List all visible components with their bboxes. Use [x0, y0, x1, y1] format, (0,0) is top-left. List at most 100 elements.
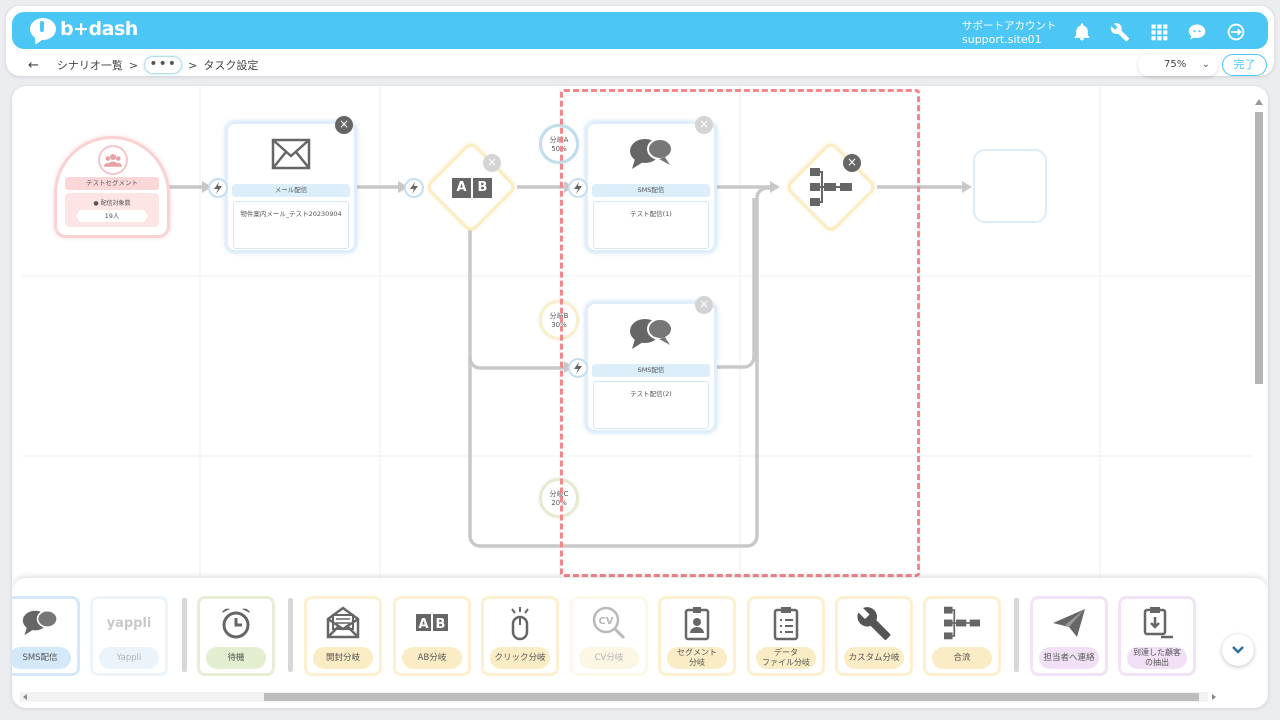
wrench-icon[interactable] [1109, 21, 1131, 43]
tool-click-branch[interactable]: クリック分岐 [481, 596, 559, 676]
cv-search-icon: CV [573, 605, 645, 641]
chat-bubbles-icon [588, 132, 714, 176]
task-label: メール配信 [232, 184, 350, 197]
close-icon[interactable]: × [335, 116, 353, 134]
scrollbar-thumb[interactable] [264, 693, 1199, 701]
chat-bubbles-icon [12, 605, 77, 641]
horizontal-scrollbar[interactable] [20, 692, 1216, 702]
close-icon[interactable]: × [695, 296, 713, 314]
tool-yappli[interactable]: yappli Yappli [90, 596, 168, 676]
breadcrumb-separator: > [128, 58, 139, 72]
account-site: support.site01 [962, 33, 1042, 46]
chevron-down-icon [1232, 646, 1244, 654]
ab-icon: A B [452, 178, 492, 198]
logo-text: b+dash [60, 18, 138, 40]
tool-label: カスタム分岐 [844, 647, 904, 669]
logout-icon[interactable] [1225, 21, 1247, 43]
tool-sms[interactable]: SMS配信 [12, 596, 80, 676]
tool-label: データ ファイル分岐 [756, 647, 816, 669]
svg-text:B: B [436, 617, 446, 632]
sms-task-node-2[interactable]: SMS配信 テスト配信(2) [585, 301, 717, 433]
segment-node[interactable]: テストセグメント ● 配信対象数 19人 [54, 136, 170, 238]
breadcrumb-more-button[interactable]: ••• [144, 56, 183, 74]
done-button[interactable]: 完了 [1222, 54, 1267, 76]
tool-label: 待機 [206, 647, 266, 669]
tool-open-branch[interactable]: 開封分岐 [304, 596, 382, 676]
tool-label: Yappli [99, 647, 159, 669]
people-icon [98, 145, 128, 175]
person-icon: ● [93, 200, 101, 207]
chevron-down-icon: ⌄ [1201, 59, 1210, 70]
paper-plane-icon [1033, 605, 1105, 641]
breadcrumb-scenario-list[interactable]: シナリオ一覧 [56, 59, 123, 72]
toolbar-scroll-down-button[interactable] [1222, 634, 1254, 666]
scroll-left-arrow[interactable] [23, 694, 27, 700]
merge-tree-icon [810, 168, 852, 206]
tool-label: 開封分岐 [313, 647, 373, 669]
breadcrumb: ← シナリオ一覧 > ••• > タスク設定 [28, 56, 258, 74]
app-logo[interactable]: b+dash [30, 18, 138, 40]
svg-text:CV: CV [598, 616, 613, 627]
lightning-icon[interactable] [568, 178, 588, 198]
lightning-icon[interactable] [568, 358, 588, 378]
mail-task-node[interactable]: メール配信 物件案内メール_テスト20230904 [225, 121, 357, 253]
tool-label: 担当者へ連絡 [1039, 647, 1099, 669]
scroll-right-arrow[interactable] [1212, 694, 1216, 700]
mouse-click-icon [484, 605, 556, 641]
tool-label: SMS配信 [12, 647, 71, 669]
close-icon[interactable]: × [483, 154, 501, 172]
segment-title: テストセグメント [65, 177, 159, 190]
scroll-up-arrow[interactable] [1255, 99, 1263, 105]
open-envelope-icon [307, 605, 379, 641]
envelope-icon [228, 132, 354, 176]
wrench-icon [838, 605, 910, 641]
toolbar-divider [288, 598, 293, 672]
tool-wait[interactable]: 待機 [197, 596, 275, 676]
vertical-scrollbar[interactable] [1252, 94, 1263, 574]
toolbar-divider [182, 598, 187, 672]
back-arrow-icon[interactable]: ← [28, 57, 39, 73]
tool-cv-branch[interactable]: CV CV分岐 [570, 596, 648, 676]
id-badge-icon [661, 605, 733, 641]
chat-bot-icon[interactable] [1186, 21, 1208, 43]
task-content: 物件案内メール_テスト20230904 [233, 201, 349, 249]
task-content: テスト配信(2) [593, 381, 709, 429]
breadcrumb-current: タスク設定 [203, 59, 259, 72]
segment-count-label: ● 配信対象数 [93, 200, 131, 207]
zoom-value: 75% [1164, 59, 1187, 70]
clipboard-list-icon [750, 605, 822, 641]
zoom-select[interactable]: 75% ⌄ [1138, 54, 1218, 76]
tool-extract-customers[interactable]: 到達した顧客 の抽出 [1118, 596, 1196, 676]
close-icon[interactable]: × [843, 154, 861, 172]
tool-custom-branch[interactable]: カスタム分岐 [835, 596, 913, 676]
sms-task-node-1[interactable]: SMS配信 テスト配信(1) [585, 121, 717, 253]
tool-merge[interactable]: 合流 [923, 596, 1001, 676]
svg-text:A: A [418, 617, 428, 632]
tool-label: クリック分岐 [490, 647, 550, 669]
task-label: SMS配信 [592, 364, 710, 377]
scrollbar-thumb[interactable] [1255, 112, 1263, 384]
segment-count-box: ● 配信対象数 19人 [65, 193, 159, 227]
tool-label: 合流 [932, 647, 992, 669]
tool-label: セグメント 分岐 [667, 647, 727, 669]
logo-bubble-icon [30, 18, 56, 40]
tool-data-file-branch[interactable]: データ ファイル分岐 [747, 596, 825, 676]
flow-connectors [168, 181, 972, 548]
apps-grid-icon[interactable] [1148, 21, 1170, 43]
tool-segment-branch[interactable]: セグメント 分岐 [658, 596, 736, 676]
flow-canvas[interactable]: テストセグメント ● 配信対象数 19人 メール配信 物件案内メール_テスト20… [12, 86, 1268, 708]
close-icon[interactable]: × [695, 116, 713, 134]
end-node[interactable] [973, 149, 1047, 223]
top-bar: b+dash サポートアカウント support.site01 [12, 12, 1268, 49]
account-info[interactable]: サポートアカウント support.site01 [962, 19, 1057, 47]
breadcrumb-separator: > [188, 58, 198, 72]
lightning-icon[interactable] [208, 178, 228, 198]
yappli-logo: yappli [106, 615, 152, 631]
lightning-icon[interactable] [404, 178, 424, 198]
tool-notify-staff[interactable]: 担当者へ連絡 [1030, 596, 1108, 676]
bell-icon[interactable] [1071, 21, 1093, 43]
task-content: テスト配信(1) [593, 201, 709, 249]
